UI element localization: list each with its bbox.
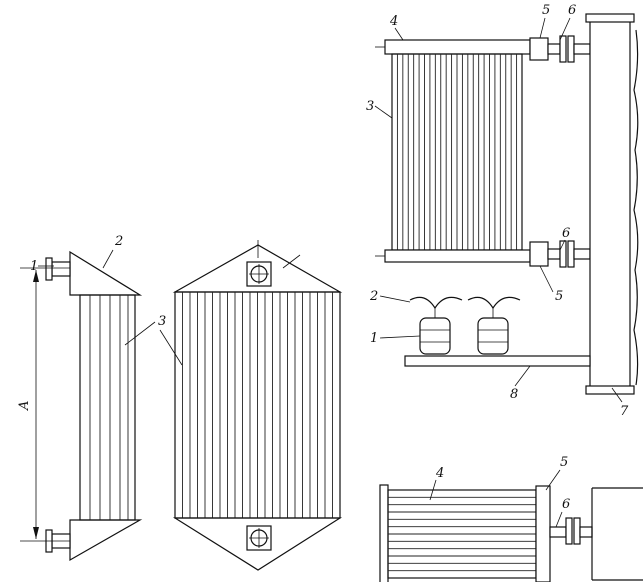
bottom-collector (69, 519, 143, 562)
top-pipe (51, 261, 71, 277)
label-5-end: 5 (560, 455, 568, 470)
top-manifold (384, 39, 531, 55)
label-8: 8 (510, 387, 518, 402)
label-1: 1 (30, 259, 38, 274)
heater-end-view: 4 5 6 (379, 455, 643, 582)
label-6-end: 6 (562, 497, 570, 512)
dim-a-label: A (17, 401, 32, 411)
label-4-bottom: 4 (435, 466, 444, 481)
label-4: 4 (389, 14, 398, 29)
platform (404, 355, 591, 367)
label-2: 2 (114, 234, 123, 249)
label-7: 7 (620, 404, 629, 419)
heater-installation-view: 4 5 6 3 6 5 2 1 8 7 (366, 3, 639, 419)
label-6-top: 6 (568, 3, 576, 18)
label-3-right: 3 (366, 99, 374, 114)
label-3: 3 (158, 314, 166, 329)
label-5-top: 5 (542, 3, 550, 18)
bottom-valve-flange-icon (559, 240, 567, 268)
top-flange-icon (45, 257, 53, 281)
bottom-coupling (529, 241, 549, 267)
steam-header-icon (589, 17, 631, 391)
label-2-right: 2 (369, 289, 378, 304)
label-5-bottom: 5 (555, 289, 563, 304)
side-tube-bundle (79, 294, 136, 521)
end-flange-icon (565, 517, 573, 545)
fan-motor-icon-2 (467, 296, 521, 355)
heater-side-view: A 1 2 3 (17, 234, 183, 562)
end-plate-left (379, 484, 389, 582)
top-nipple (547, 43, 561, 55)
fan-motor-icon (409, 296, 463, 355)
label-6-bottom: 6 (562, 226, 570, 241)
top-collector (69, 250, 143, 296)
bottom-manifold (384, 249, 531, 263)
wall-section (591, 487, 643, 581)
end-coupling (535, 485, 551, 582)
label-1-right: 1 (370, 331, 378, 346)
front-bottom-hood (172, 517, 343, 571)
top-valve-flange-icon (559, 35, 567, 63)
heater-front-view (172, 240, 343, 571)
wall-edge (633, 29, 639, 386)
top-coupling (529, 37, 549, 61)
